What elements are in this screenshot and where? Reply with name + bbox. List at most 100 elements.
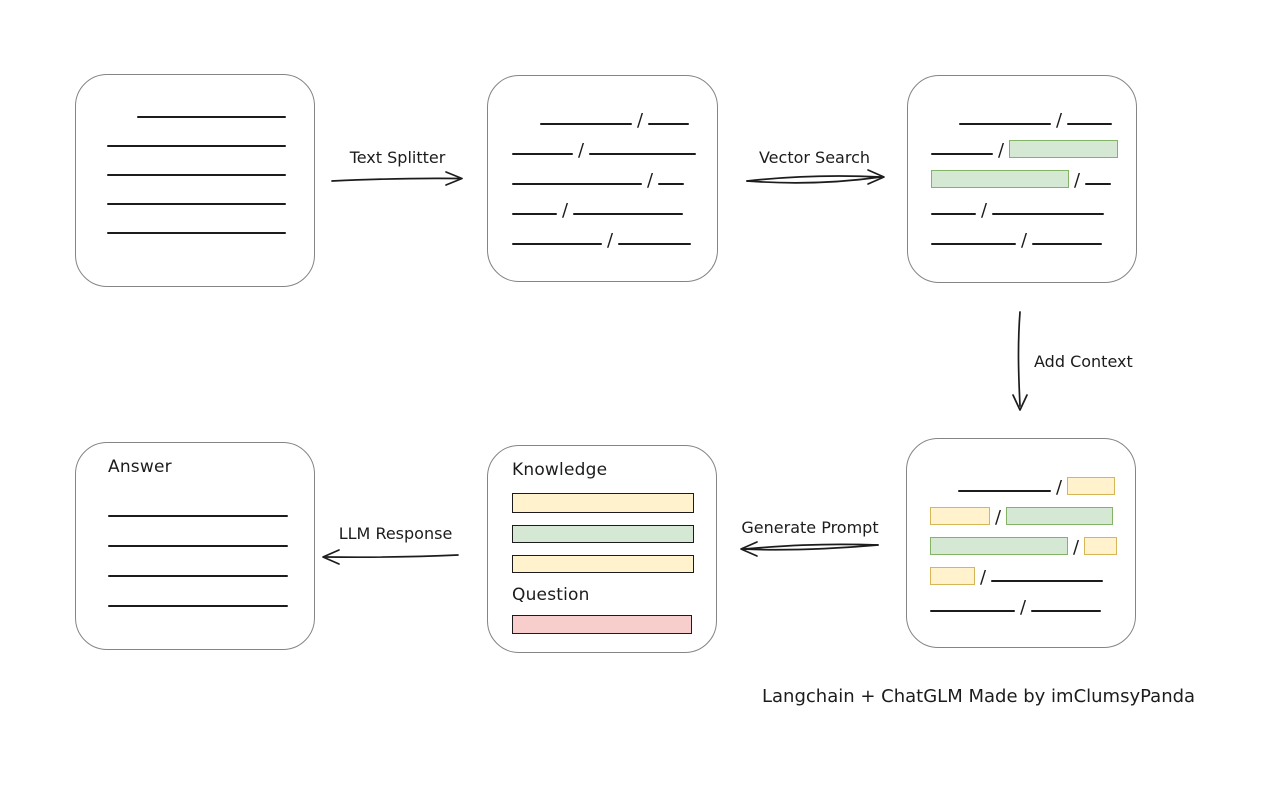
text-line	[992, 213, 1105, 215]
text-line	[931, 243, 1016, 245]
text-line	[107, 232, 286, 234]
chunk-separator-slash: /	[1021, 230, 1028, 252]
text-line	[573, 213, 684, 215]
text-row: /	[930, 586, 1135, 619]
prompt-box: Knowledge Question	[487, 445, 717, 653]
text-line	[958, 490, 1051, 492]
yellow-highlight-bar	[930, 567, 975, 585]
text-row: /	[931, 99, 1136, 130]
vector-search-arrow	[746, 169, 885, 185]
chunk-separator-slash: /	[995, 507, 1002, 529]
green-highlight-bar	[930, 537, 1068, 555]
question-bars	[512, 615, 692, 634]
text-row: /	[512, 159, 717, 192]
green-bar	[512, 525, 694, 543]
vector-search-label: Vector Search	[758, 148, 871, 167]
text-row: /	[930, 466, 1135, 499]
text-row: /	[930, 556, 1135, 587]
answer-heading: Answer	[108, 457, 172, 477]
chunk-separator-slash: /	[607, 230, 614, 252]
text-line	[512, 213, 557, 215]
text-line	[959, 123, 1051, 125]
vector-search-results-box: / / / / /	[907, 75, 1137, 283]
yellow-highlight-bar	[1084, 537, 1118, 555]
split-chunks-box: / / / / /	[487, 75, 718, 282]
text-row	[108, 581, 314, 611]
yellow-highlight-bar	[1067, 477, 1116, 495]
chunk-separator-slash: /	[578, 140, 585, 162]
chunk-separator-slash: /	[1073, 537, 1080, 559]
document-text-lines	[76, 75, 314, 238]
text-row	[108, 551, 314, 581]
text-row: /	[512, 129, 717, 162]
text-row	[107, 209, 314, 238]
text-row	[107, 122, 314, 151]
text-line	[108, 605, 288, 607]
generate-prompt-arrow	[740, 541, 879, 557]
text-line	[930, 610, 1015, 612]
chunk-separator-slash: /	[637, 110, 644, 132]
red-bar	[512, 615, 692, 634]
text-line	[658, 183, 685, 185]
chunk-separator-slash: /	[998, 140, 1005, 162]
text-row: /	[512, 189, 717, 222]
diagram-caption: Langchain + ChatGLM Made by imClumsyPand…	[762, 686, 1196, 707]
llm-response-arrow	[322, 549, 459, 565]
text-row: /	[931, 129, 1136, 162]
text-row	[107, 180, 314, 209]
text-line	[1085, 183, 1112, 185]
chunk-separator-slash: /	[562, 200, 569, 222]
context-box: /////	[906, 438, 1136, 648]
add-context-arrow	[1012, 311, 1028, 411]
chunk-separator-slash: /	[1020, 597, 1027, 619]
text-line	[1067, 123, 1113, 125]
generate-prompt-label: Generate Prompt	[741, 518, 879, 537]
chunk-separator-slash: /	[1056, 477, 1063, 499]
chunk-separator-slash: /	[981, 200, 988, 222]
text-line	[107, 174, 286, 176]
green-highlight-bar	[1006, 507, 1114, 525]
text-row: /	[512, 99, 717, 132]
text-line	[137, 116, 286, 118]
text-line	[931, 153, 993, 155]
text-row: /	[930, 496, 1135, 529]
text-line	[107, 203, 286, 205]
context-rows: /////	[907, 439, 1135, 619]
green-highlight-bar	[931, 170, 1069, 188]
text-line	[618, 243, 692, 245]
text-line	[108, 575, 288, 577]
text-line	[648, 123, 690, 125]
chunk-rows: / / / / /	[488, 76, 717, 252]
text-row: /	[512, 219, 717, 252]
text-row: /	[930, 526, 1135, 559]
text-line	[589, 153, 697, 155]
chunk-separator-slash: /	[647, 170, 654, 192]
text-splitter-label: Text Splitter	[349, 148, 446, 167]
knowledge-heading: Knowledge	[512, 460, 608, 480]
text-line	[540, 123, 632, 125]
add-context-label: Add Context	[1034, 352, 1133, 371]
yellow-bar	[512, 555, 694, 573]
text-line	[991, 580, 1104, 582]
yellow-bar	[512, 493, 694, 513]
text-row	[108, 491, 314, 521]
text-line	[1032, 243, 1103, 245]
text-line	[108, 545, 288, 547]
answer-box: Answer	[75, 442, 315, 650]
answer-lines	[108, 491, 314, 611]
search-result-rows: / / / / /	[908, 76, 1136, 252]
llm-response-label: LLM Response	[338, 524, 453, 543]
question-heading: Question	[512, 585, 590, 605]
text-line	[1031, 610, 1102, 612]
text-line	[512, 243, 602, 245]
source-document-box	[75, 74, 315, 287]
chunk-separator-slash: /	[1074, 170, 1081, 192]
knowledge-bars	[512, 493, 694, 573]
text-line	[107, 145, 286, 147]
text-splitter-arrow	[331, 171, 463, 186]
text-row	[107, 151, 314, 180]
text-row: /	[931, 189, 1136, 222]
text-row	[107, 93, 314, 122]
text-row	[108, 521, 314, 551]
